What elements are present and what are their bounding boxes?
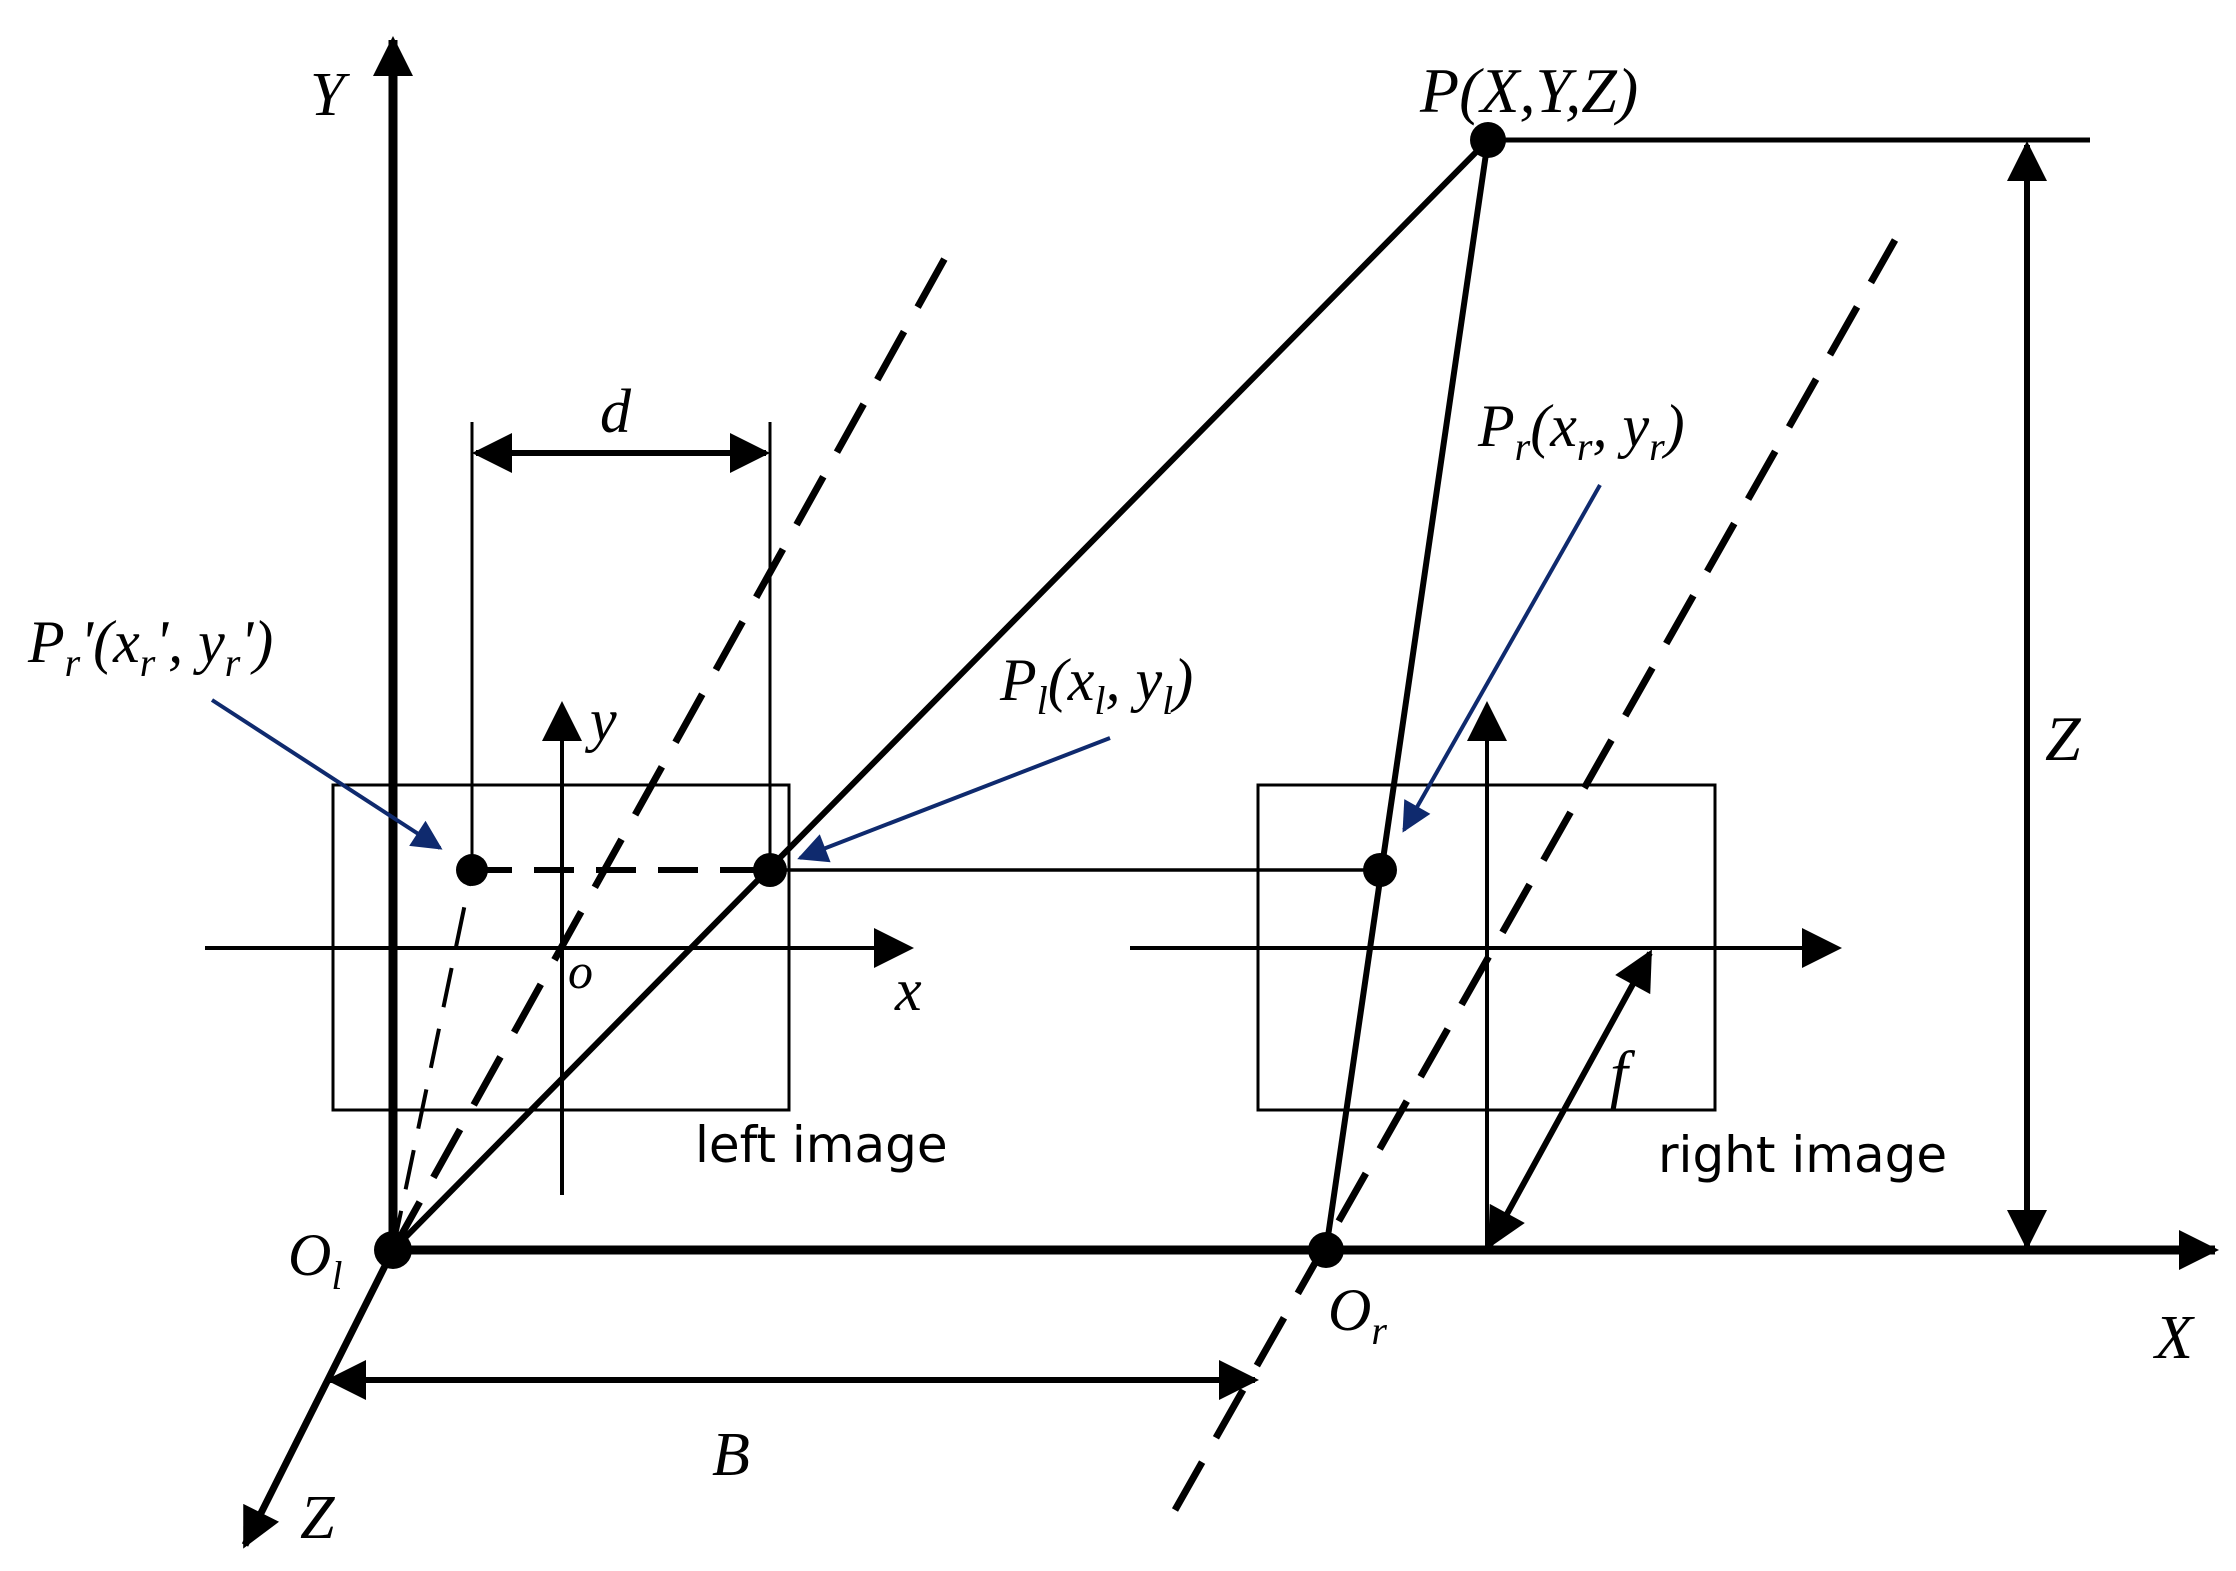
world-x-label: X: [2152, 1304, 2195, 1372]
right-optical-axis-dashed: [1171, 238, 1899, 1512]
callout-arrow-shifted: [210, 698, 443, 850]
f-dimension-arrow: [1487, 949, 1653, 1249]
label-focal: f: [1610, 1038, 1636, 1109]
label-depth: Z: [2045, 703, 2082, 774]
world-y-label: Y: [310, 61, 350, 129]
caption-right-image: right image: [1658, 1126, 1947, 1184]
point-right-proj: [1363, 853, 1397, 887]
label-right-proj: Pr(xr, yr): [1477, 393, 1685, 469]
image-y-label: y: [584, 687, 617, 753]
label-left-center: Ol: [288, 1222, 342, 1298]
point-right-center: [1308, 1232, 1344, 1268]
callout-arrow-left-proj: [797, 736, 1111, 863]
caption-left-image: left image: [695, 1116, 948, 1174]
label-world-point: P(X,Y,Z): [1419, 55, 1638, 126]
ray-left-center-to-p: [390, 137, 1491, 1253]
label-baseline: B: [712, 1421, 750, 1489]
label-left-proj: Pl(xl, yl): [999, 647, 1193, 723]
point-left-proj: [753, 853, 787, 887]
ray-shifted-dashed: [391, 869, 474, 1251]
label-right-center: Or: [1328, 1277, 1387, 1353]
image-x-label: x: [894, 957, 922, 1023]
image-origin-label: o: [568, 943, 593, 999]
label-disparity: d: [600, 378, 632, 446]
point-p: [1470, 122, 1506, 158]
world-z-axis: [241, 1248, 397, 1549]
point-left-center: [374, 1231, 412, 1269]
label-shifted-proj: Pr'(xr', yr'): [27, 609, 273, 685]
point-shifted-proj: [456, 854, 488, 886]
world-z-label: Z: [300, 1484, 335, 1552]
callout-arrow-right-proj: [1402, 484, 1602, 833]
left-optical-axis-dashed: [389, 238, 959, 1252]
ray-right-center-to-p: [1323, 139, 1491, 1251]
